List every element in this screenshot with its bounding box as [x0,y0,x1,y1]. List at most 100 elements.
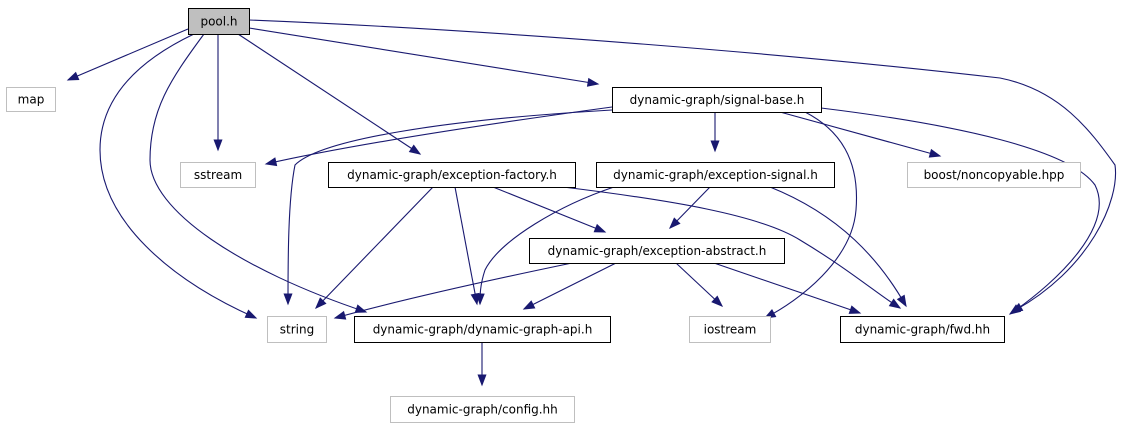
node-exception-factory[interactable]: dynamic-graph/exception-factory.h [328,162,576,188]
edge-line [820,107,1100,315]
edge-exception_factory-to-string [315,186,434,310]
arrowhead-icon [593,223,607,233]
node-box [267,316,327,343]
edge-pool_h-to-string [99,33,258,319]
edge-line [454,186,478,305]
edge-signal_base-to-noncopyable [779,111,942,158]
edge-line [67,28,189,81]
node-label: boost/noncopyable.hpp [924,168,1065,182]
arrowhead-icon [66,71,80,81]
node-iostream: iostream [689,316,771,343]
node-sstream: sstream [180,162,256,188]
edge-line [237,33,421,155]
edge-line [764,111,858,319]
edge-line [99,33,257,319]
node-fwd[interactable]: dynamic-graph/fwd.hh [840,316,1005,343]
node-pool-h[interactable]: pool.h [188,8,250,35]
edge-exception_abstract-to-dg_api [522,262,617,310]
arrowhead-icon [408,144,422,155]
node-box [596,162,835,188]
arrowhead-icon [283,293,293,306]
edge-line [523,262,617,310]
edge-pool_h-to-signal_base [248,27,600,87]
node-label: dynamic-graph/dynamic-graph-api.h [373,323,593,337]
node-string: string [267,316,327,343]
arrowhead-icon [848,305,862,314]
arrowhead-icon [710,140,720,153]
edge-pool_h-to-exception_factory [237,33,422,155]
edge-line [149,33,367,313]
edge-exception_abstract-to-string [333,262,573,320]
edge-exception_signal-to-fwd [769,186,907,308]
nodes-layer: pool.h map dynamic-graph/signal-base.h sstr… [6,8,1081,423]
node-box [180,162,256,188]
edge-exception_factory-to-dg_api [454,186,480,306]
edge-line [779,111,941,157]
node-label: dynamic-graph/signal-base.h [630,93,805,107]
edge-signal_base-to-iostream [763,111,858,319]
node-label: sstream [194,168,242,182]
node-label: dynamic-graph/config.hh [407,403,558,417]
node-dg-api[interactable]: dynamic-graph/dynamic-graph-api.h [354,316,611,343]
edge-exception_abstract-to-iostream [675,262,724,307]
node-box [529,238,785,264]
node-box [328,162,576,188]
edge-line [492,186,606,233]
node-label: dynamic-graph/exception-abstract.h [548,244,767,258]
edge-line [265,106,613,165]
node-signal-base[interactable]: dynamic-graph/signal-base.h [612,87,822,113]
arrowhead-icon [315,297,327,310]
edges-layer [66,19,1117,387]
arrowhead-icon [896,294,907,308]
arrowhead-icon [244,309,258,319]
node-box [188,8,250,35]
edge-line [479,186,615,305]
arrowhead-icon [928,148,942,158]
edge-line [287,109,613,305]
node-exception-signal[interactable]: dynamic-graph/exception-signal.h [596,162,835,188]
edge-exception_factory-to-exception_abstract [492,186,607,233]
edge-line [562,186,901,309]
edge-signal_base-to-exception_signal [710,112,720,153]
node-box [390,396,575,423]
edge-signal_base-to-fwd [820,107,1100,315]
arrowhead-icon [475,293,485,306]
edge-line [248,27,599,85]
arrowhead-icon [264,157,278,167]
arrowhead-icon [586,77,600,87]
edge-dg_api-to-config [477,342,487,387]
arrowhead-icon [477,374,487,387]
node-label: dynamic-graph/exception-factory.h [347,168,557,182]
node-box [6,87,56,112]
arrowhead-icon [669,217,681,230]
edge-line [334,262,573,319]
edge-line [713,262,861,314]
node-label: dynamic-graph/exception-signal.h [613,168,818,182]
arrowhead-icon [333,310,347,320]
node-label: iostream [704,323,757,337]
edge-line [315,186,434,309]
edge-signal_base-to-string [283,109,613,306]
node-box [840,316,1005,343]
node-label: pool.h [200,15,237,29]
edge-signal_base-to-sstream [264,106,613,167]
node-box [689,316,771,343]
node-box [354,316,611,343]
arrowhead-icon [213,139,223,152]
arrowhead-icon [1008,304,1022,315]
node-noncopyable: boost/noncopyable.hpp [907,162,1081,188]
node-label: dynamic-graph/fwd.hh [855,323,990,337]
arrowhead-icon [711,295,724,307]
edge-pool_h-to-sstream [213,34,223,152]
edge-exception_signal-to-exception_abstract [669,186,711,230]
arrowhead-icon [522,300,536,310]
edge-line [248,19,1117,313]
node-label: string [280,323,314,337]
node-exception-abstract[interactable]: dynamic-graph/exception-abstract.h [529,238,785,264]
node-box [612,87,822,113]
node-config: dynamic-graph/config.hh [390,396,575,423]
node-map: map [6,87,56,112]
edge-line [769,186,907,307]
arrowhead-icon [888,298,902,309]
